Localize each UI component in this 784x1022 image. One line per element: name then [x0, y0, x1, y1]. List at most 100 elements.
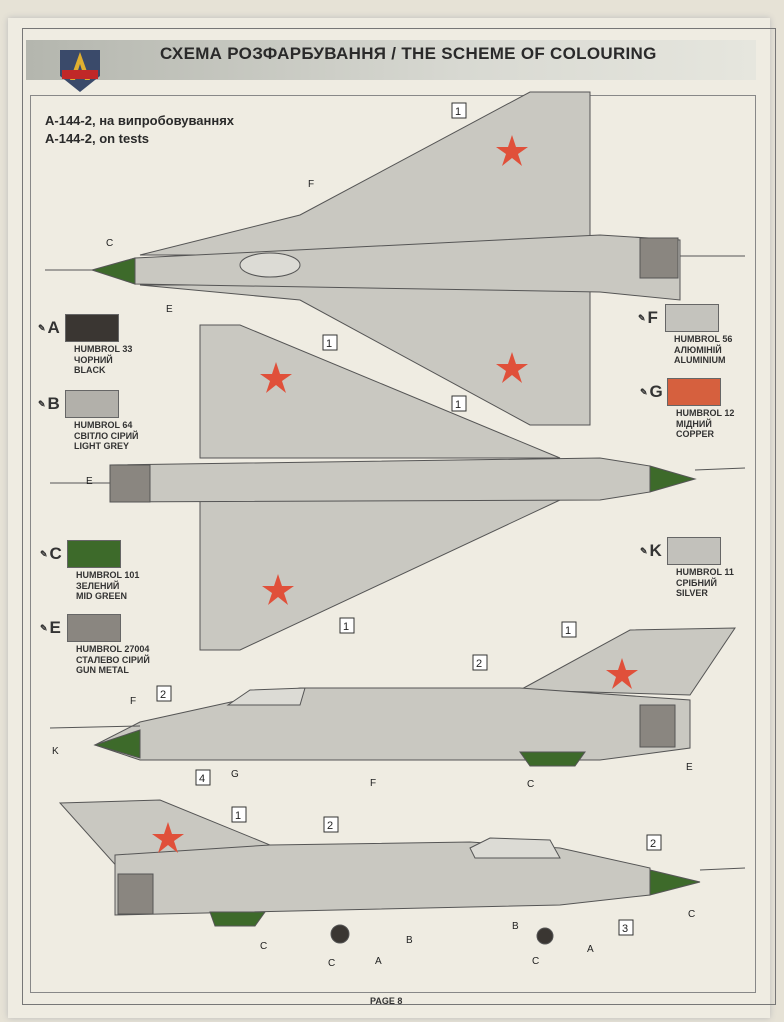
callout-box-2: 2	[646, 834, 662, 851]
paint-letter: C	[49, 543, 62, 563]
callout-box-1: 1	[451, 395, 467, 412]
callout-box-4: 4	[195, 769, 211, 786]
red-star-icon	[496, 352, 528, 383]
paint-letter: G	[649, 381, 663, 401]
paint-name-ua: ЧОРНИЙ	[74, 354, 113, 365]
svg-text:A: A	[375, 956, 382, 967]
svg-text:E: E	[86, 476, 93, 487]
paintbrush-icon: ✎	[38, 322, 46, 333]
svg-text:C: C	[527, 779, 534, 790]
paintbrush-icon: ✎	[640, 386, 648, 397]
aircraft-bottom-view	[50, 324, 746, 651]
svg-text:C: C	[532, 956, 539, 967]
paintbrush-icon: ✎	[640, 545, 648, 556]
svg-text:1: 1	[455, 399, 461, 411]
modelsvit-logo	[60, 50, 100, 92]
svg-text:A: A	[587, 944, 594, 955]
callout-box-2: 2	[472, 654, 488, 671]
paint-brand: HUMBROL 11	[676, 567, 734, 577]
svg-text:2: 2	[327, 820, 333, 832]
paint-name-en: COPPER	[676, 429, 715, 439]
paint-callouts: FC EE FK GF CE CC AB BC AC	[52, 179, 695, 969]
subtitle-ua: А-144-2, на випробовуваннях	[45, 113, 235, 128]
red-star-icon	[606, 658, 638, 689]
svg-text:K: K	[52, 746, 59, 757]
svg-text:C: C	[328, 958, 335, 969]
scheme-area	[30, 95, 756, 993]
paint-letter: B	[47, 393, 60, 413]
svg-text:1: 1	[235, 810, 241, 822]
paint-brand: HUMBROL 64	[74, 420, 133, 430]
paintbrush-icon: ✎	[638, 312, 646, 323]
svg-text:B: B	[406, 935, 413, 946]
svg-text:F: F	[130, 696, 136, 707]
paint-letter: F	[647, 307, 658, 327]
paint-name-en: BLACK	[74, 365, 106, 375]
callout-box-1: 1	[339, 617, 355, 634]
paint-name-ua: АЛЮМІНІЙ	[674, 344, 722, 355]
paint-swatch	[64, 390, 119, 418]
aircraft-side-view-left	[49, 627, 736, 767]
paint-brand: HUMBROL 27004	[76, 644, 150, 654]
svg-text:2: 2	[160, 689, 166, 701]
callout-box-1: 1	[231, 806, 247, 823]
svg-text:F: F	[308, 179, 314, 190]
paint-brand: HUMBROL 56	[674, 334, 733, 344]
red-star-icon	[262, 574, 294, 605]
svg-text:2: 2	[650, 838, 656, 850]
paint-name-en: ALUMINIUM	[674, 355, 726, 365]
svg-text:G: G	[231, 769, 239, 780]
red-star-icon	[152, 822, 184, 853]
svg-text:E: E	[166, 304, 173, 315]
callout-box-1: 1	[322, 334, 338, 351]
paint-brand: HUMBROL 101	[76, 570, 140, 580]
paintbrush-icon: ✎	[38, 398, 46, 409]
svg-text:E: E	[686, 762, 693, 773]
page-title: СХЕМА РОЗФАРБУВАННЯ / THE SCHEME OF COLO…	[160, 44, 657, 63]
callout-box-2: 2	[323, 816, 339, 833]
paint-letter: K	[649, 540, 662, 560]
paint-name-ua: МІДНИЙ	[676, 418, 712, 429]
star-insignias	[152, 135, 638, 853]
paint-brand: HUMBROL 12	[676, 408, 735, 418]
paint-name-en: LIGHT GREY	[74, 441, 130, 451]
aircraft-top-view	[45, 91, 745, 426]
svg-text:1: 1	[455, 106, 461, 118]
paint-letter: E	[49, 617, 61, 637]
paint-swatch	[64, 314, 119, 342]
red-star-icon	[496, 135, 528, 166]
paintbrush-icon: ✎	[40, 622, 48, 633]
svg-text:C: C	[260, 941, 267, 952]
page-number: PAGE 8	[370, 996, 403, 1006]
subtitle-en: А-144-2, on tests	[45, 131, 150, 146]
svg-text:1: 1	[343, 621, 349, 633]
paintbrush-icon: ✎	[40, 548, 48, 559]
callout-box-2: 2	[156, 685, 172, 702]
paint-name-en: GUN METAL	[76, 665, 129, 675]
callout-box-1: 1	[561, 621, 577, 638]
paint-name-ua: ЗЕЛЕНИЙ	[76, 580, 120, 591]
svg-text:1: 1	[326, 338, 332, 350]
paint-name-en: SILVER	[676, 588, 708, 598]
callout-box-1: 1	[451, 102, 467, 119]
paint-brand: HUMBROL 33	[74, 344, 133, 354]
svg-text:3: 3	[622, 923, 628, 935]
header-bar	[26, 40, 756, 80]
page-frame	[22, 28, 776, 1005]
paint-swatch	[666, 537, 721, 565]
paint-name-ua: СВІТЛО СІРИЙ	[74, 430, 139, 441]
red-star-icon	[260, 362, 292, 393]
svg-text:2: 2	[476, 658, 482, 670]
svg-text:4: 4	[199, 773, 205, 785]
paint-letter: A	[47, 317, 60, 337]
paint-name-ua: СТАЛЕВО СІРИЙ	[76, 654, 150, 665]
svg-text:C: C	[106, 238, 113, 249]
